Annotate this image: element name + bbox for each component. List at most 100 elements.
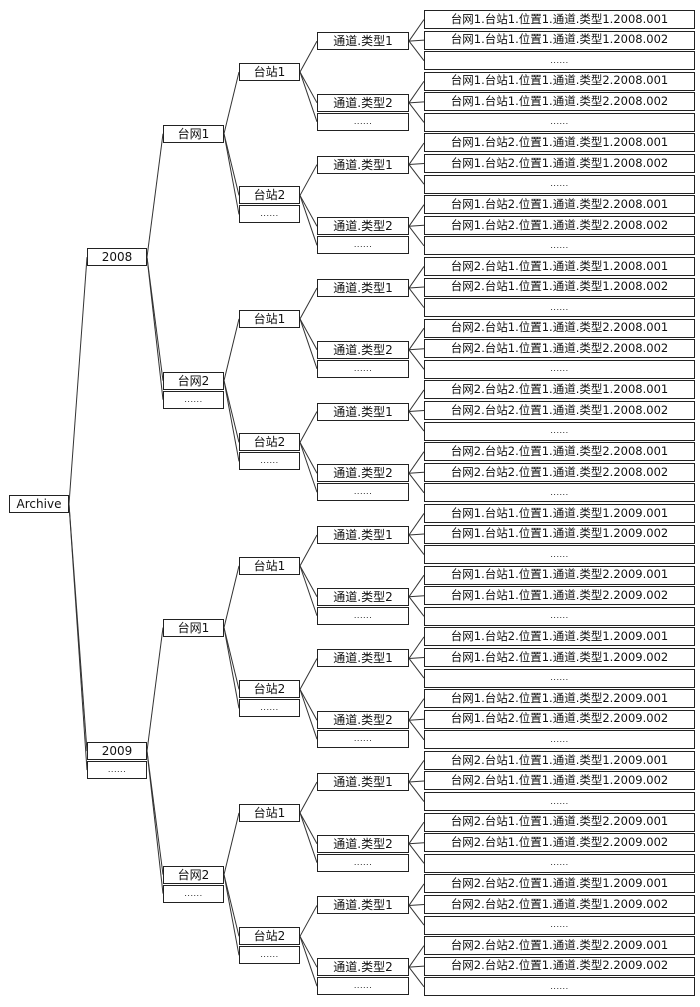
channel-more-node: ...... — [317, 606, 409, 625]
station-to-channel-edge — [299, 71, 318, 122]
leaf-file-node: 台网1.台站1.位置1.通道.类型2.2008.002 — [424, 92, 695, 112]
station-to-channel-edge — [299, 905, 318, 937]
station-more-node: ...... — [239, 205, 300, 224]
channel-type-node: 通道.类型1 — [317, 896, 409, 915]
station-node: 台站1 — [239, 62, 300, 81]
leaf-more-node: ...... — [424, 853, 695, 873]
channel-to-leaf-edge — [408, 142, 425, 165]
channel-type-node: 通道.类型2 — [317, 464, 409, 483]
network-to-station-edge — [223, 812, 240, 875]
channel-to-leaf-edge — [408, 472, 425, 494]
channel-to-leaf-edge — [408, 101, 425, 104]
network-node: 台网1 — [163, 618, 224, 637]
leaf-file-node: 台网1.台站1.位置1.通道.类型2.2009.001 — [424, 565, 695, 585]
channel-to-leaf-edge — [408, 595, 425, 598]
channel-to-leaf-edge — [408, 287, 425, 308]
channel-to-leaf-edge — [408, 905, 425, 926]
leaf-more-node: ...... — [424, 236, 695, 256]
leaf-file-node: 台网1.台站1.位置1.通道.类型2.2009.002 — [424, 586, 695, 606]
network-to-station-edge — [223, 565, 240, 628]
leaf-file-node: 台网1.台站2.位置1.通道.类型2.2008.001 — [424, 195, 695, 215]
channel-to-leaf-edge — [408, 966, 425, 988]
station-to-channel-edge — [299, 318, 318, 351]
channel-to-leaf-edge — [408, 658, 425, 679]
station-to-channel-edge — [299, 442, 318, 474]
channel-more-node: ...... — [317, 112, 409, 131]
leaf-file-node: 台网2.台站2.位置1.通道.类型1.2009.002 — [424, 894, 695, 914]
station-node: 台站2 — [239, 186, 300, 205]
channel-to-leaf-edge — [408, 40, 425, 61]
leaf-file-node: 台网2.台站2.位置1.通道.类型1.2008.002 — [424, 401, 695, 421]
channel-to-leaf-edge — [408, 903, 425, 906]
leaf-more-node: ...... — [424, 421, 695, 441]
channel-more-node: ...... — [317, 977, 409, 996]
leaf-more-node: ...... — [424, 112, 695, 132]
leaf-file-node: 台网2.台站2.位置1.通道.类型1.2008.001 — [424, 380, 695, 400]
leaf-more-node: ...... — [424, 51, 695, 71]
channel-to-leaf-edge — [408, 164, 425, 185]
network-to-station-edge — [223, 71, 240, 134]
leaf-file-node: 台网1.台站2.位置1.通道.类型2.2009.001 — [424, 689, 695, 709]
channel-to-leaf-edge — [408, 883, 425, 906]
leaf-more-node: ...... — [424, 174, 695, 194]
leaf-file-node: 台网2.台站2.位置1.通道.类型2.2008.002 — [424, 462, 695, 482]
station-to-channel-edge — [299, 565, 318, 597]
leaf-file-node: 台网1.台站2.位置1.通道.类型1.2009.002 — [424, 647, 695, 667]
leaf-file-node: 台网1.台站2.位置1.通道.类型2.2008.002 — [424, 215, 695, 235]
channel-type-node: 通道.类型2 — [317, 958, 409, 977]
leaf-file-node: 台网1.台站1.位置1.通道.类型2.2008.001 — [424, 71, 695, 91]
year-more-node: ...... — [87, 761, 147, 780]
channel-to-leaf-edge — [408, 596, 425, 617]
leaf-more-node: ...... — [424, 977, 695, 997]
leaf-file-node: 台网1.台站2.位置1.通道.类型1.2009.001 — [424, 627, 695, 647]
channel-more-node: ...... — [317, 853, 409, 872]
station-to-channel-edge — [299, 565, 318, 616]
station-to-channel-edge — [299, 534, 318, 567]
leaf-more-node: ...... — [424, 792, 695, 812]
station-to-channel-edge — [299, 781, 318, 814]
station-to-channel-edge — [299, 658, 318, 690]
station-more-node: ...... — [239, 946, 300, 965]
leaf-more-node: ...... — [424, 915, 695, 935]
station-to-channel-edge — [299, 936, 318, 968]
network-to-station-edge — [223, 874, 240, 956]
network-to-station-edge — [223, 627, 240, 690]
network-more-node: ...... — [163, 390, 224, 409]
leaf-file-node: 台网2.台站2.位置1.通道.类型1.2009.001 — [424, 874, 695, 894]
channel-to-leaf-edge — [408, 574, 425, 598]
channel-type-node: 通道.类型2 — [317, 217, 409, 236]
station-node: 台站1 — [239, 803, 300, 822]
station-to-channel-edge — [299, 936, 318, 987]
channel-to-leaf-edge — [408, 349, 425, 370]
channel-to-leaf-edge — [408, 760, 425, 783]
root-to-year-edge — [68, 504, 88, 771]
channel-to-leaf-edge — [408, 80, 425, 104]
leaf-more-node: ...... — [424, 483, 695, 503]
station-node: 台站1 — [239, 556, 300, 575]
channel-to-leaf-edge — [408, 410, 425, 413]
channel-to-leaf-edge — [408, 348, 425, 351]
channel-to-leaf-edge — [408, 224, 425, 227]
year-node: 2009 — [87, 742, 147, 761]
leaf-file-node: 台网2.台站1.位置1.通道.类型2.2009.002 — [424, 833, 695, 853]
channel-type-node: 通道.类型1 — [317, 155, 409, 174]
leaf-file-node: 台网2.台站1.位置1.通道.类型1.2008.001 — [424, 256, 695, 276]
channel-type-node: 通道.类型2 — [317, 93, 409, 112]
network-more-node: ...... — [163, 884, 224, 903]
channel-to-leaf-edge — [408, 204, 425, 227]
channel-type-node: 通道.类型1 — [317, 279, 409, 298]
channel-more-node: ...... — [317, 730, 409, 749]
station-to-channel-edge — [299, 195, 318, 227]
channel-more-node: ...... — [317, 483, 409, 502]
channel-to-leaf-edge — [408, 225, 425, 247]
leaf-file-node: 台网1.台站1.位置1.通道.类型1.2009.001 — [424, 503, 695, 523]
leaf-file-node: 台网1.台站2.位置1.通道.类型2.2009.002 — [424, 709, 695, 729]
network-to-station-edge — [223, 318, 240, 381]
channel-type-node: 通道.类型2 — [317, 711, 409, 730]
leaf-more-node: ...... — [424, 668, 695, 688]
leaf-more-node: ...... — [424, 606, 695, 626]
station-to-channel-edge — [299, 812, 318, 863]
channel-to-leaf-edge — [408, 780, 425, 783]
station-node: 台站1 — [239, 309, 300, 328]
network-node: 台网1 — [163, 124, 224, 143]
